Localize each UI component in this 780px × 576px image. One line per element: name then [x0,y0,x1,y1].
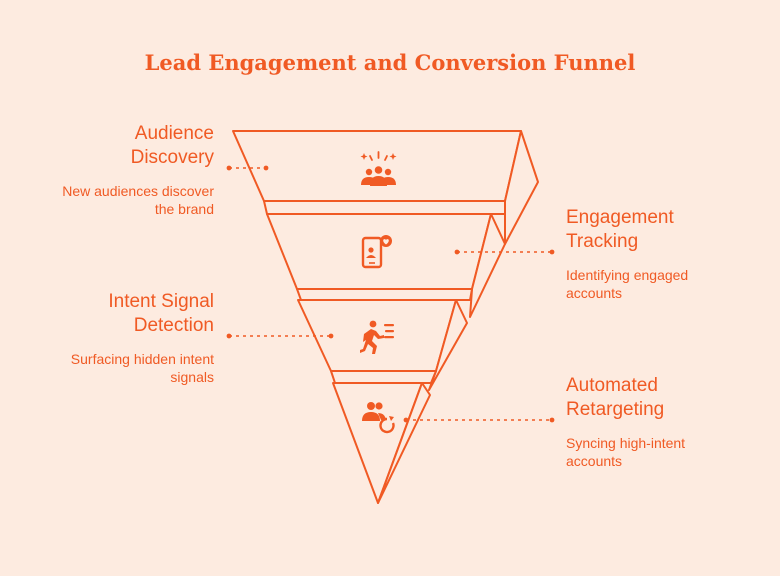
running-person-signal-icon [360,320,394,354]
stage-description-line2: accounts [566,285,623,301]
funnel-segment-4 [332,382,431,504]
stage-heading-line1: Automated [566,375,658,396]
audience-icon [360,151,397,186]
stage-heading-line1: Audience [134,123,214,144]
stage-heading-line1: Intent Signal [108,291,214,312]
funnel-segment-3 [297,299,468,391]
stage-heading-line2: Detection [133,315,214,336]
page-title: Lead Engagement and Conversion Funnel [144,50,636,75]
stage-label-audience-discovery: Audience Discovery New audiences discove… [20,122,214,218]
stage-heading-line2: Tracking [566,231,639,252]
stage-description-line1: Identifying engaged [566,267,689,283]
funnel-segment-1 [232,130,539,245]
stage-description-line2: signals [170,369,214,385]
users-refresh-icon [362,402,395,434]
stage-label-engagement-tracking: Engagement Tracking Identifying engaged … [566,206,766,302]
stage-description-line1: New audiences discover [62,183,214,199]
stage-description-line1: Syncing high-intent [566,435,686,451]
stage-label-intent-signal-detection: Intent Signal Detection Surfacing hidden… [20,290,214,386]
stage-description-line2: accounts [566,453,623,469]
stage-label-automated-retargeting: Automated Retargeting Syncing high-inten… [566,374,766,470]
stage-heading-line2: Retargeting [566,399,665,420]
stage-description-line2: the brand [154,201,214,217]
stage-heading-line2: Discovery [130,147,214,168]
mobile-engagement-icon [361,235,392,269]
stage-description-line1: Surfacing hidden intent [70,351,214,367]
stage-heading-line1: Engagement [566,207,674,228]
funnel-segment-2 [266,213,506,318]
